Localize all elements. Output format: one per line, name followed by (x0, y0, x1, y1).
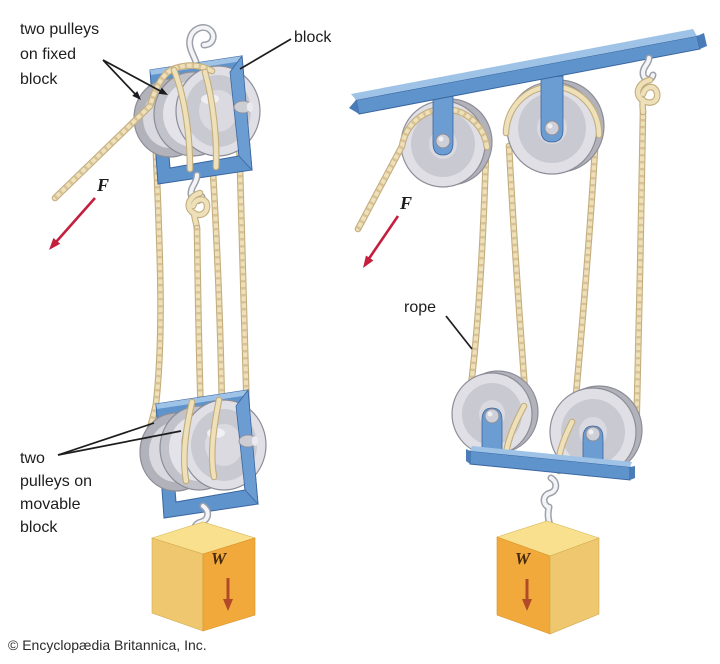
copyright-notice: © Encyclopædia Britannica, Inc. (8, 637, 207, 653)
label-weight-left: W (211, 549, 227, 568)
weight-arrow-left (223, 578, 233, 611)
fixed-block-top-hook-icon (190, 28, 214, 65)
support-beam (349, 29, 707, 115)
movable-block (139, 388, 267, 519)
label-rope: rope (404, 299, 437, 316)
label-weight-right: W (515, 549, 531, 568)
fixed-block-anchor-knot (189, 175, 207, 417)
beam-pulley-brackets (432, 75, 564, 156)
label-force-right: F (400, 193, 413, 213)
movable-bar (466, 446, 635, 481)
label-two-pulleys-movable-block: two pulleys on movable block (20, 450, 93, 536)
fixed-block (55, 54, 261, 198)
force-arrow-right (363, 215, 400, 268)
weight-cube-left (150, 521, 257, 632)
label-force-left: F (97, 175, 110, 195)
movable-bar-bottom-hook-icon (544, 478, 556, 526)
label-block: block (294, 29, 332, 46)
annotation-leader-lines (57, 38, 473, 456)
movable-block-axle-peg (238, 434, 259, 448)
fixed-block-axle-peg (233, 100, 254, 114)
force-arrow-left (49, 197, 96, 250)
weight-arrow-right (522, 579, 532, 611)
weight-cube-right (496, 520, 600, 635)
right-pulley-system (349, 29, 707, 635)
left-pulley-system (49, 28, 267, 632)
beam-anchor-knot (638, 58, 657, 112)
label-two-pulleys-fixed-block: two pulleys on fixed block (20, 21, 100, 88)
